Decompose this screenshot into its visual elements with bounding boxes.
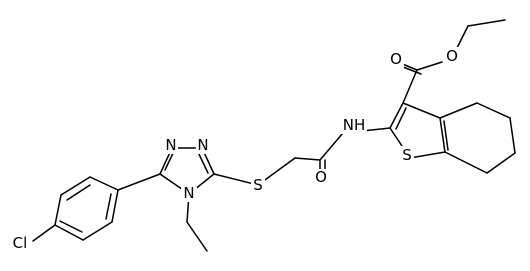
- bond: [402, 102, 441, 119]
- bond: [395, 107, 407, 130]
- atom-label-n: N: [183, 184, 194, 202]
- bond: [476, 102, 511, 119]
- bond: [443, 120, 449, 151]
- atom-o-amide: O: [313, 168, 329, 187]
- atom-label-o: O: [446, 47, 458, 65]
- bond: [89, 176, 119, 191]
- bond: [186, 221, 208, 252]
- bond: [82, 221, 113, 241]
- bond-layer: [32, 19, 516, 252]
- bond: [59, 220, 83, 233]
- bond: [105, 193, 112, 220]
- bond: [117, 173, 161, 191]
- atom-label-s: S: [402, 146, 412, 164]
- bond: [439, 117, 446, 153]
- atom-label-cl: Cl: [13, 234, 28, 252]
- atom-cl: Cl: [8, 234, 32, 252]
- bond: [416, 61, 443, 71]
- bond: [409, 151, 446, 159]
- atom-label-nh: NH: [343, 116, 366, 134]
- bond: [319, 132, 344, 161]
- bond: [111, 189, 119, 223]
- atom-n-left: N: [164, 136, 178, 154]
- atom-n-bottom: N: [181, 184, 197, 202]
- bond: [54, 194, 62, 226]
- bond: [402, 69, 418, 104]
- bond: [66, 184, 91, 201]
- atom-o-ester: O: [444, 47, 460, 65]
- bond: [444, 151, 488, 174]
- bond: [32, 224, 56, 242]
- bond: [213, 173, 259, 186]
- atom-label-o: O: [390, 50, 402, 68]
- bond: [294, 157, 321, 161]
- bond: [54, 224, 84, 241]
- atom-label-layer: Cl N N N S O NH S: [8, 47, 460, 252]
- bond: [60, 176, 91, 196]
- bond: [389, 102, 404, 129]
- bond: [486, 152, 516, 174]
- atom-o-carbonyl: O: [388, 50, 404, 68]
- bond: [509, 117, 516, 154]
- atom-label-s: S: [253, 176, 263, 194]
- atom-label-n: N: [197, 136, 208, 154]
- atom-s-ring: S: [400, 146, 414, 164]
- atom-label-o: O: [315, 168, 327, 186]
- atom-n-right: N: [196, 136, 210, 154]
- bond: [467, 19, 506, 27]
- bond: [402, 66, 422, 75]
- bond: [439, 102, 478, 119]
- atom-nh: NH: [341, 116, 367, 134]
- atom-label-n: N: [165, 136, 176, 154]
- atom-s-thioether: S: [251, 176, 265, 194]
- bond: [455, 25, 469, 51]
